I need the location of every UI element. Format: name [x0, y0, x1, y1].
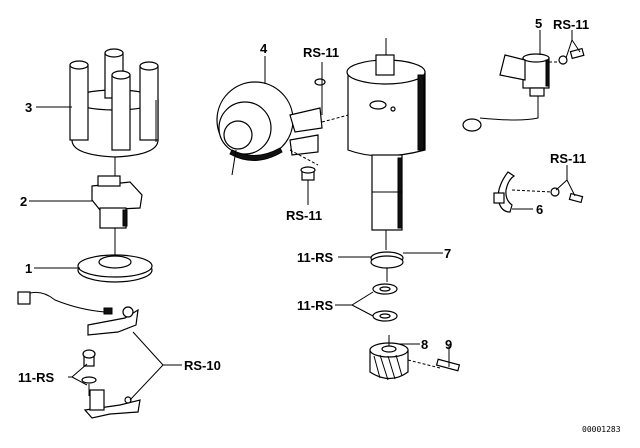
drive-gear	[369, 342, 409, 381]
screw-5	[558, 47, 585, 65]
pulse-sender	[462, 53, 550, 132]
ref-rs11-bottom: RS-11	[286, 208, 322, 223]
pin	[435, 358, 461, 372]
dust-shield	[77, 254, 153, 283]
ref-rs11-right-top: RS-11	[553, 17, 589, 32]
ref-rs11-top: RS-11	[303, 45, 339, 60]
callout-2: 2	[20, 194, 27, 209]
callout-9: 9	[445, 337, 452, 352]
vacuum-unit	[216, 81, 323, 176]
washers	[372, 283, 398, 322]
ref-11rs-washers: 11-RS	[297, 298, 333, 313]
callout-7: 7	[444, 246, 451, 261]
ref-rs10: RS-10	[184, 358, 221, 373]
breaker-plate	[83, 389, 141, 419]
distributor-cap	[69, 48, 159, 158]
ref-11rs-ring: 11-RS	[297, 250, 333, 265]
callout-6: 6	[536, 202, 543, 217]
ref-rs11-right-mid: RS-11	[550, 151, 586, 166]
screw-bottom	[300, 166, 316, 181]
screw-6	[550, 187, 584, 204]
callout-3: 3	[25, 100, 32, 115]
ref-11rs-bottom: 11-RS	[18, 370, 54, 385]
screw-washer-left	[81, 349, 97, 396]
rotor	[91, 175, 143, 229]
callout-4: 4	[260, 41, 268, 56]
nut-top	[314, 78, 326, 86]
callout-1: 1	[25, 261, 32, 276]
clamp	[493, 171, 516, 213]
callout-5: 5	[535, 16, 542, 31]
contact-breaker	[17, 291, 139, 336]
distributor-housing	[346, 54, 426, 231]
sealing-ring	[370, 251, 404, 269]
callout-8: 8	[421, 337, 428, 352]
image-code: 00001283	[582, 425, 621, 434]
